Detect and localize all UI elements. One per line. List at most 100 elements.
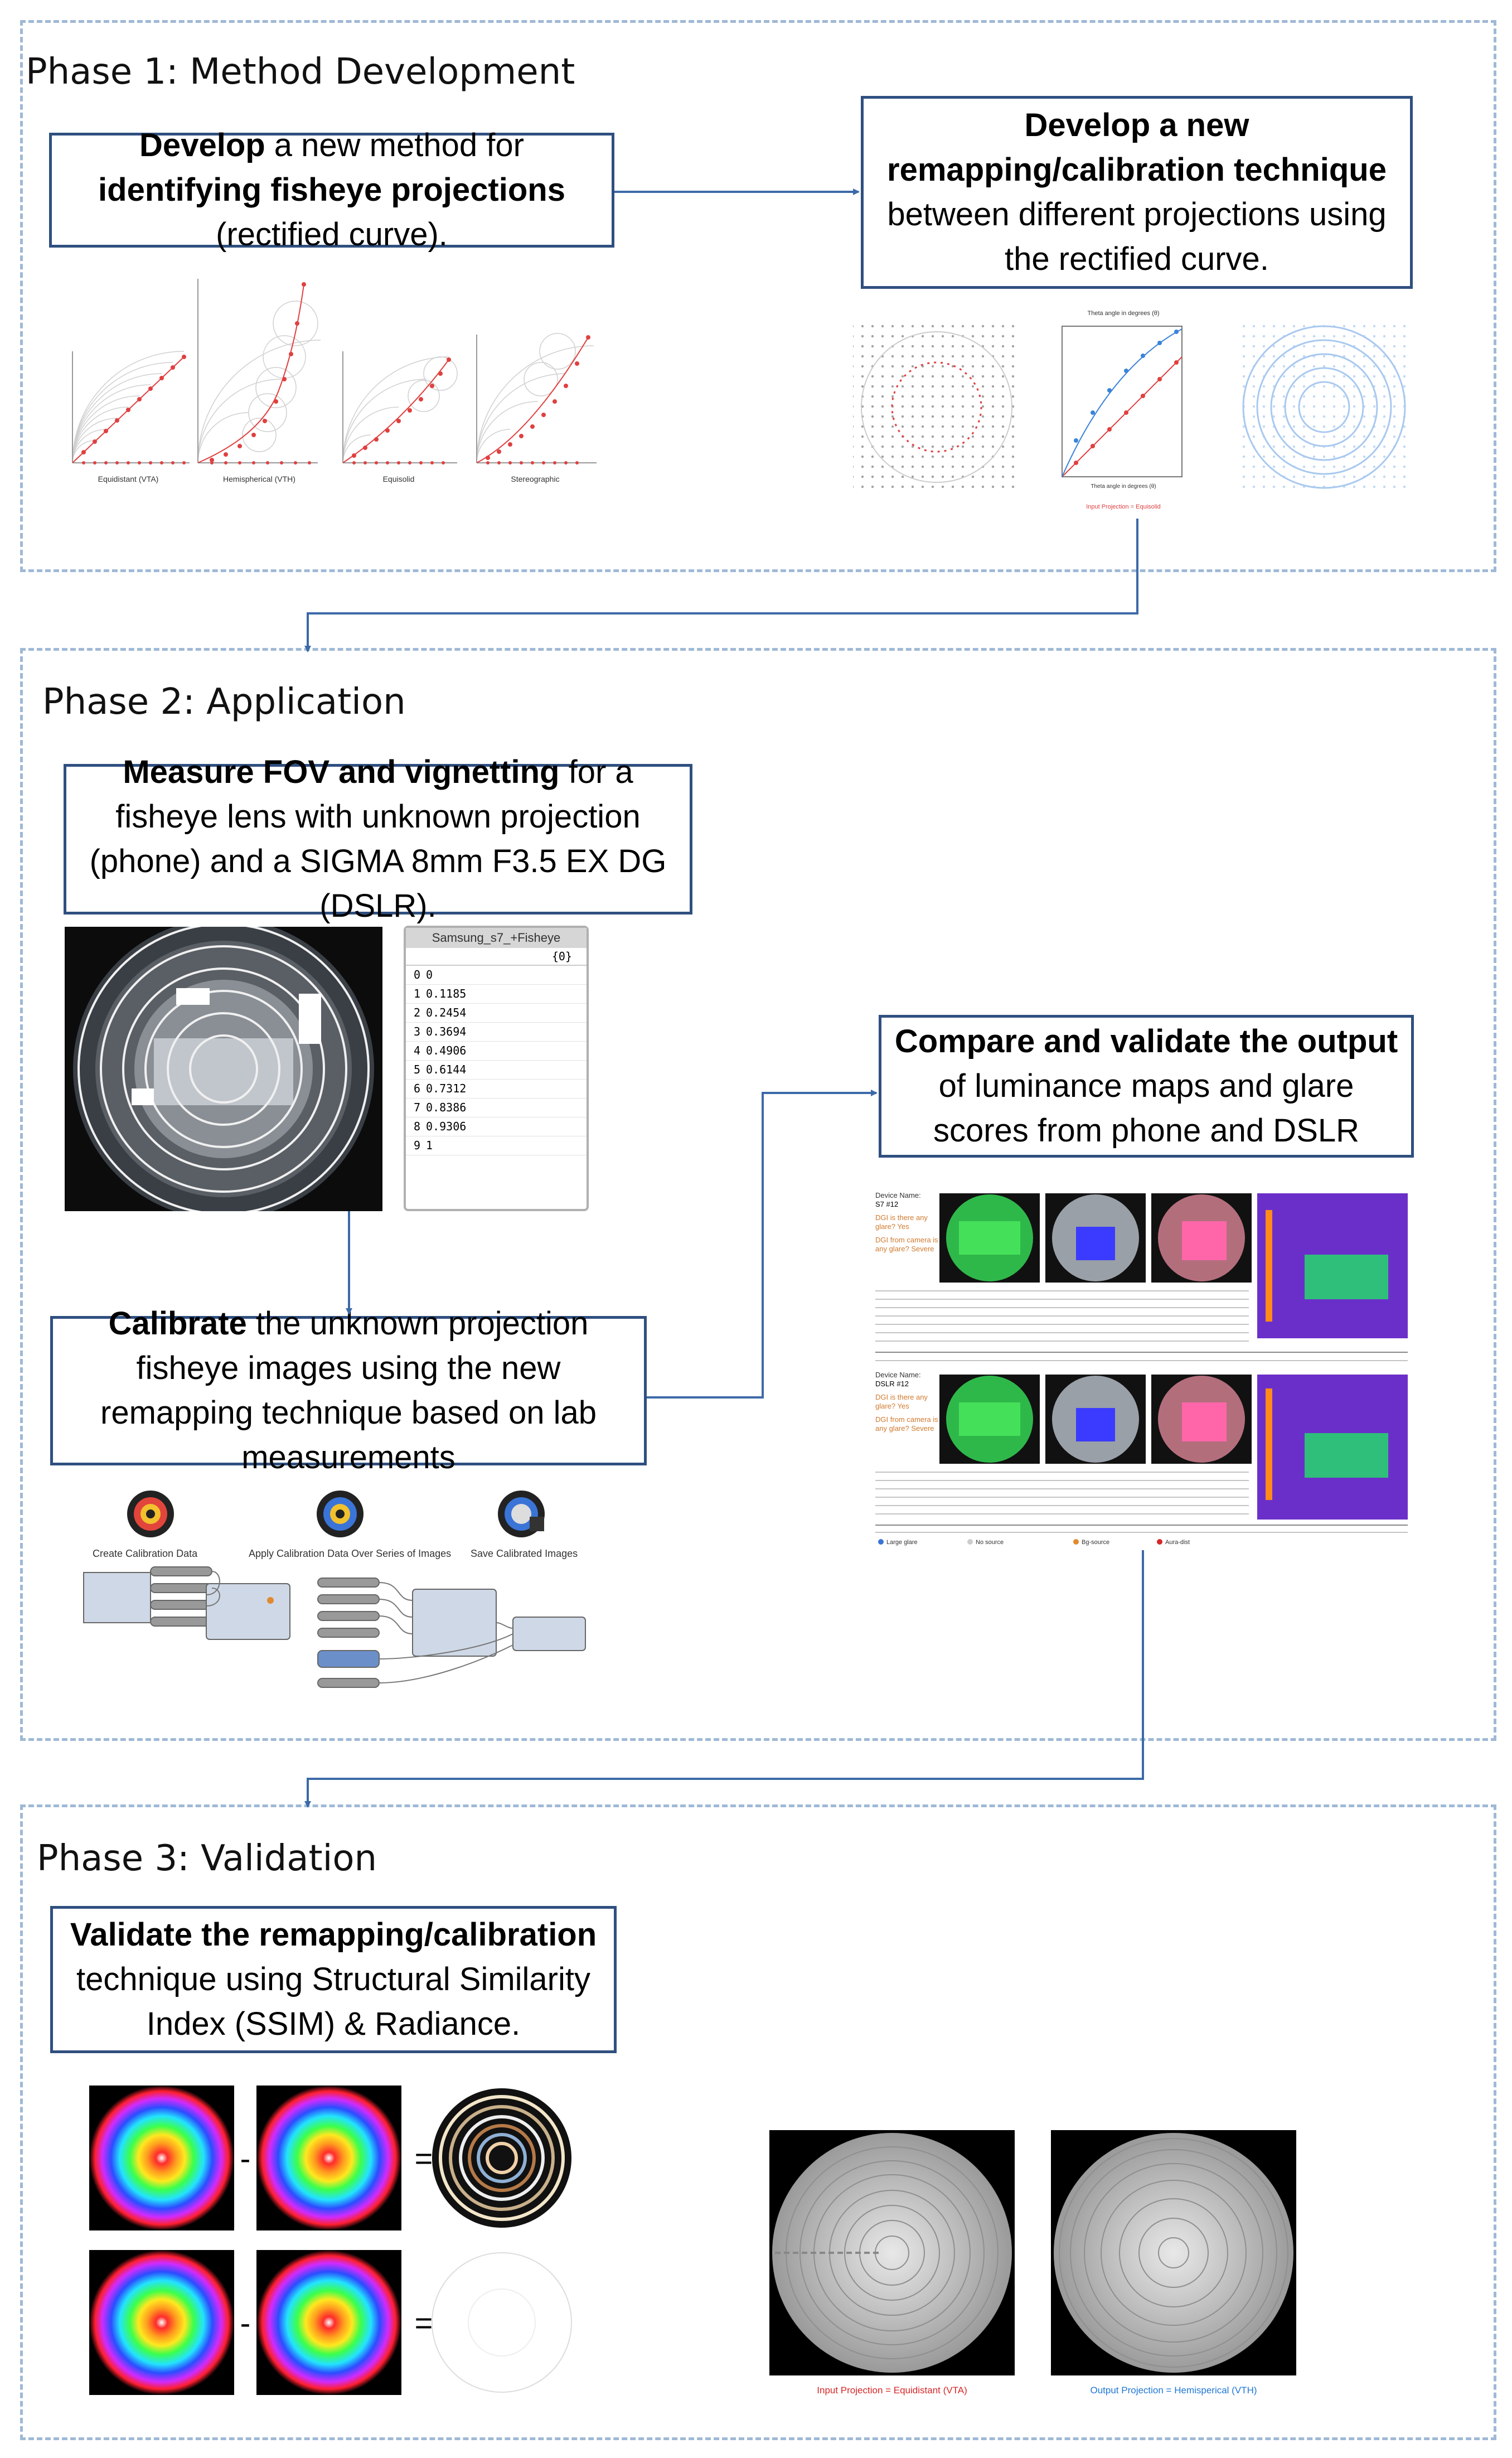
output-projection-image xyxy=(1051,2130,1296,2375)
arrow-phase2-to-phase3 xyxy=(304,1550,1144,1808)
phase-3-panel xyxy=(20,1804,1496,2440)
curve-hemispherical: Hemispherical (VTH) xyxy=(197,279,321,483)
validate-box: Validate the remapping/calibration techn… xyxy=(50,1906,617,2053)
equals-sign-1: = xyxy=(415,2141,433,2176)
row-index: 1 xyxy=(414,987,421,1000)
svg-text:No source: No source xyxy=(976,1539,1004,1546)
row-value: 0.3694 xyxy=(426,1025,467,1038)
minus-sign-1: - xyxy=(240,2141,251,2176)
svg-text:Stereographic: Stereographic xyxy=(511,475,559,483)
row-value: 0.9306 xyxy=(426,1120,467,1133)
grasshopper-figure xyxy=(83,1491,586,1688)
phase-2-title: Phase 2: Application xyxy=(42,681,406,723)
svg-text:Equidistant (VTA): Equidistant (VTA) xyxy=(98,475,159,483)
apply-calibration-icon xyxy=(317,1491,364,1537)
table-row: 2 0.2454 xyxy=(406,1004,587,1023)
row-value: 0.1185 xyxy=(426,987,467,1000)
dslr-glare-maps xyxy=(939,1375,1408,1520)
input-projection-image xyxy=(769,2130,1015,2375)
phase-3-title: Phase 3: Validation xyxy=(37,1838,377,1879)
fisheye-photo xyxy=(65,927,382,1211)
minus-sign-2: - xyxy=(240,2305,251,2340)
row-index: 3 xyxy=(414,1025,421,1038)
row-value: 1 xyxy=(426,1139,433,1152)
phase-1-title: Phase 1: Method Development xyxy=(26,51,575,93)
svg-text:Hemispherical (VTH): Hemispherical (VTH) xyxy=(223,475,295,483)
row-index: 2 xyxy=(414,1006,421,1019)
ssim-row-1 xyxy=(89,2086,571,2230)
radiance-comparison: Input Projection = Equidistant (VTA) Out… xyxy=(769,2130,1296,2396)
row-index: 7 xyxy=(414,1101,421,1114)
phase-1-panel xyxy=(20,20,1496,572)
row-value: 0.7312 xyxy=(426,1082,467,1095)
input-projection-caption: Input Projection = Equidistant (VTA) xyxy=(817,2385,967,2396)
row-value: 0.8386 xyxy=(426,1101,467,1114)
phone-glare-maps xyxy=(939,1193,1408,1338)
compare-validate-box: Compare and validate the output of lumin… xyxy=(879,1015,1414,1158)
curve-equidistant: Equidistant (VTA) xyxy=(72,351,190,483)
device-2-block: Device Name: DSLR #12 DGI is there any g… xyxy=(875,1371,938,1433)
identify-projection-box: Develop a new method for identifying fis… xyxy=(49,127,614,253)
table-row: 3 0.3694 xyxy=(406,1023,587,1042)
row-value: 0.2454 xyxy=(426,1006,467,1019)
table-row: 6 0.7312 xyxy=(406,1080,587,1099)
svg-text:Bg-source: Bg-source xyxy=(1082,1539,1109,1546)
glare-dashboard: Device Name: S7 #12 DGI is there any gla… xyxy=(875,1188,1411,1550)
calibrate-box: Calibrate the unknown projection fisheye… xyxy=(50,1305,647,1475)
output-grid xyxy=(1240,323,1408,491)
row-index: 9 xyxy=(414,1139,421,1152)
table-row: 7 0.8386 xyxy=(406,1099,587,1117)
curve-stereographic: Stereographic xyxy=(476,333,597,483)
difference-image-2 xyxy=(432,2252,572,2393)
phone-results-table xyxy=(875,1290,1408,1361)
dslr-results-table xyxy=(875,1472,1408,1533)
dashboard-legend: Large glare No source Bg-source Aura-dis… xyxy=(878,1539,1190,1546)
phase-2-panel xyxy=(20,648,1496,1741)
row-index: 6 xyxy=(414,1082,421,1095)
arrow-phase1-to-phase2 xyxy=(304,519,1138,652)
table-row: 8 0.9306 xyxy=(406,1117,587,1136)
row-index: 4 xyxy=(414,1044,421,1057)
table-title: Samsung_s7_+Fisheye xyxy=(406,928,587,948)
curve-equisolid: Equisolid xyxy=(342,351,458,483)
ssim-comparison: - = - = xyxy=(89,2086,572,2395)
arrow-calibrate-to-compare xyxy=(647,1090,878,1399)
svg-text:Theta angle in degrees (θ): Theta angle in degrees (θ) xyxy=(1091,483,1156,490)
gh-create-label: Create Calibration Data xyxy=(93,1548,198,1559)
table-row: 5 0.6144 xyxy=(406,1061,587,1080)
row-value: 0.4906 xyxy=(426,1044,467,1057)
svg-text:Large glare: Large glare xyxy=(886,1539,918,1546)
device-1-block: Device Name: S7 #12 DGI is there any gla… xyxy=(875,1191,938,1253)
table-row: 4 0.4906 xyxy=(406,1042,587,1061)
row-index: 0 xyxy=(414,968,421,981)
difference-image-1 xyxy=(432,2088,571,2228)
row-value: 0.6144 xyxy=(426,1063,467,1076)
row-index: 8 xyxy=(414,1120,421,1133)
gh-apply-label: Apply Calibration Data Over Series of Im… xyxy=(249,1548,452,1559)
equals-sign-2: = xyxy=(415,2305,433,2340)
input-grid xyxy=(853,323,1020,491)
save-images-icon xyxy=(498,1491,545,1537)
measure-fov-box: Measure FOV and vignetting for a fisheye… xyxy=(64,754,692,924)
table-row: 1 0.1185 xyxy=(406,985,587,1004)
svg-text:Theta angle in degrees (θ): Theta angle in degrees (θ) xyxy=(1087,310,1159,317)
remapping-figure: Theta angle in degrees (θ) Theta angle i… xyxy=(853,310,1408,510)
ssim-row-2 xyxy=(89,2250,572,2395)
row-index: 5 xyxy=(414,1063,421,1076)
output-projection-caption: Output Projection = Hemisperical (VTH) xyxy=(1090,2385,1257,2396)
remap-technique-box: Develop a new remapping/calibration tech… xyxy=(861,96,1413,289)
svg-text:Aura-dist: Aura-dist xyxy=(1165,1539,1190,1546)
svg-text:Input Projection = Equisolid: Input Projection = Equisolid xyxy=(1086,504,1161,510)
rectified-curves-figure: Equidistant (VTA) Hemispherical (VTH) Eq… xyxy=(72,279,597,483)
table-header: {0} xyxy=(406,948,587,966)
row-value: 0 xyxy=(426,968,433,981)
svg-text:Equisolid: Equisolid xyxy=(383,475,415,483)
create-calibration-icon xyxy=(127,1491,174,1537)
gh-save-label: Save Calibrated Images xyxy=(471,1548,578,1559)
remap-chart: Theta angle in degrees (θ) Theta angle i… xyxy=(1062,310,1183,510)
